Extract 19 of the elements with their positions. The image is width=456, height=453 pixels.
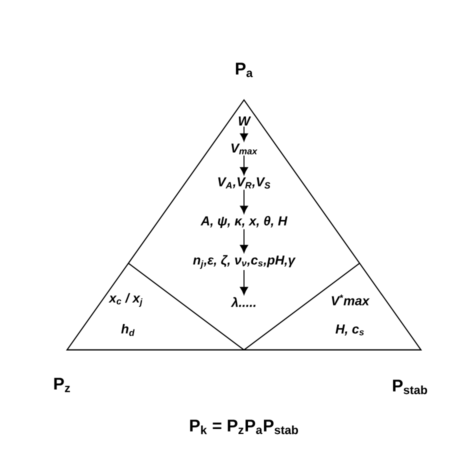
arrow [240,126,248,142]
parameter-text: n$_{j}$,ε, ζ, ν$_{ν}$,c$_{s}$,pH,γ [193,255,296,269]
corner-label: P$_{z}$ [54,378,70,392]
parameter-text: W [238,116,252,126]
parameter-text: V$_{A}$,V$_{R}$,V$_{S}$ [218,177,270,189]
region-text: h$_{d}$ [121,324,135,336]
parameter-text: V$_{max}$ [231,144,258,154]
arrow [240,189,248,214]
region-text: V$^{*}$max [332,294,370,306]
parameter-text: A, ψ, κ, x, θ, H [200,216,288,228]
region-text: H, c$_{s}$ [336,324,364,336]
arrow [240,155,248,176]
parameter-text: λ..... [230,297,256,307]
formula-caption: P$_{k}$ = P$_{z}$P$_{a}$P$_{stab}$ [190,420,298,434]
arrow [240,270,248,295]
corner-label: P$_{stab}$ [393,380,428,394]
corner-label: P$_{a}$ [236,62,253,78]
region-text: x$_{c}$ / x$_{j}$ [108,293,143,307]
arrow [240,228,248,253]
